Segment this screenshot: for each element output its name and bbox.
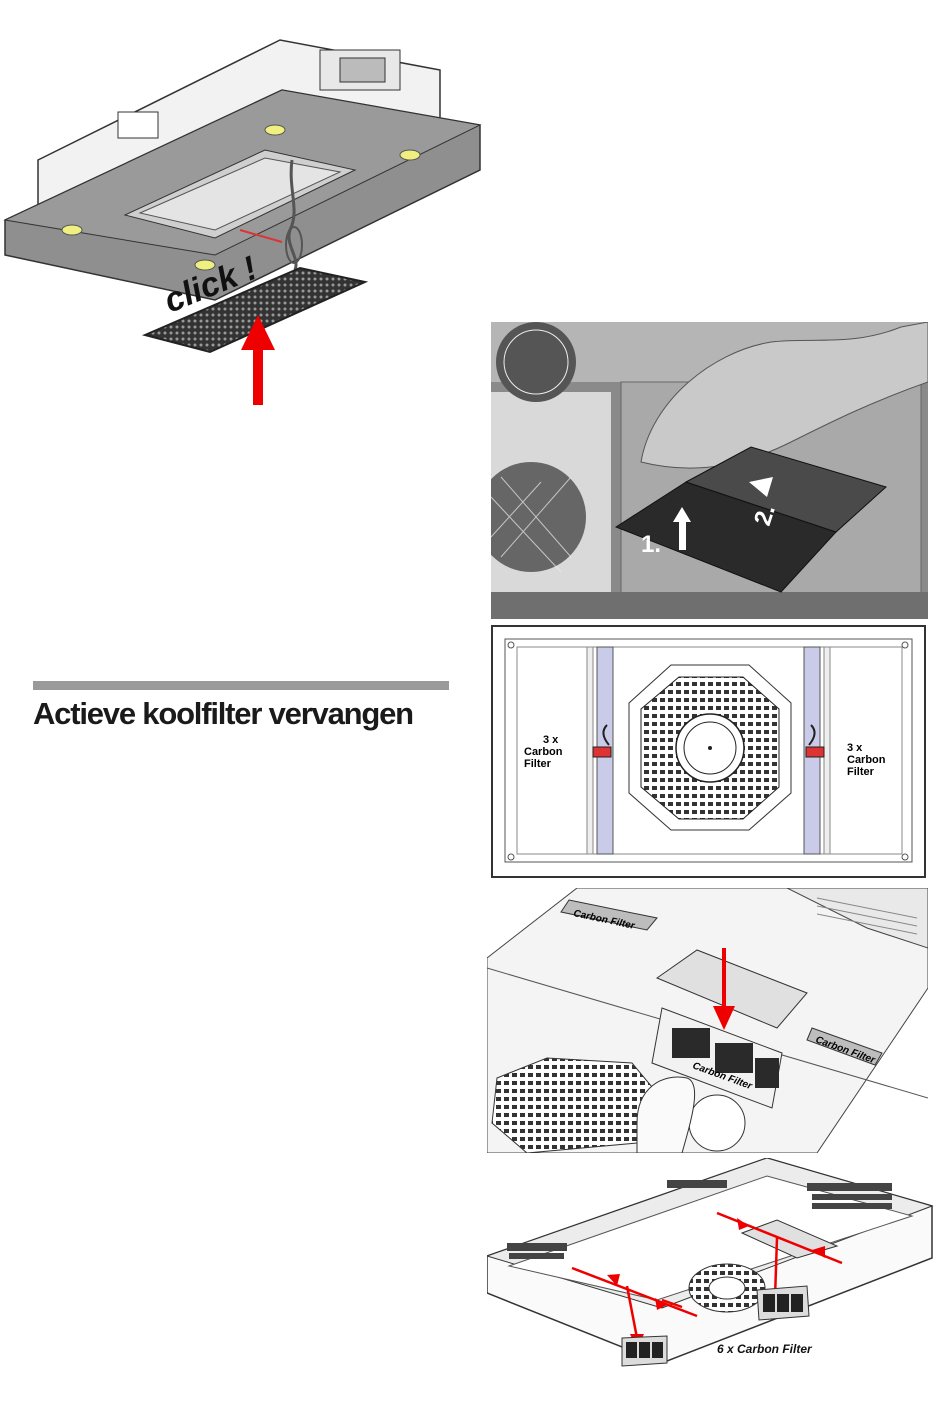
carbon-cassette-insertion-illustration: Carbon Filter Carbon Filter Carbon Filte… <box>487 888 928 1153</box>
right-filter-count: 3 x <box>847 742 863 754</box>
hood-grease-filter-illustration: click ! <box>0 30 490 410</box>
six-carbon-filters-overview-illustration: 6 x Carbon Filter <box>487 1158 937 1378</box>
left-filter-name-1: Carbon <box>524 746 563 758</box>
carbon-filter-insertion-photo: 1. 2. <box>491 322 928 619</box>
hood-plan-view-diagram: 3 x Carbon Filter 3 x Carbon Filter <box>491 625 928 880</box>
right-filter-name-2: Filter <box>847 766 875 778</box>
left-filter-name-2: Filter <box>524 758 552 770</box>
step-1-label: 1. <box>641 531 661 558</box>
left-filter-count: 3 x <box>543 734 559 746</box>
right-filter-name-1: Carbon <box>847 754 886 766</box>
section-divider <box>33 681 449 690</box>
section-title: Actieve koolfilter vervangen <box>33 696 473 732</box>
overview-caption: 6 x Carbon Filter <box>717 1342 813 1356</box>
